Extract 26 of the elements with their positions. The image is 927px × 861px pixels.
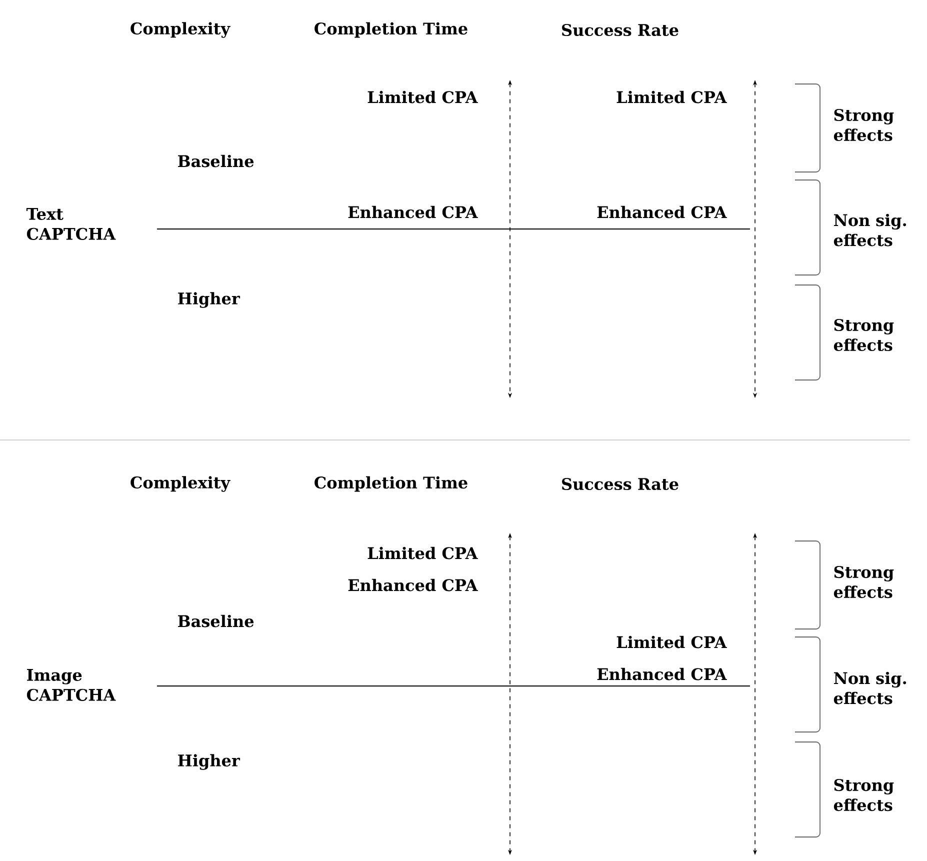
- effect-label: Strong effects: [834, 778, 894, 812]
- column-heading: Success Rate: [562, 478, 678, 490]
- column-heading: Complexity: [130, 22, 230, 38]
- level-label: Baseline: [178, 154, 254, 168]
- column-heading: Completion Time: [314, 22, 468, 38]
- level-label: Higher: [178, 754, 240, 770]
- value-label: Limited CPA: [616, 90, 727, 104]
- value-label: Enhanced CPA: [597, 668, 727, 680]
- value-label: Limited CPA: [616, 636, 727, 648]
- value-label: Enhanced CPA: [348, 206, 478, 218]
- level-label: Baseline: [178, 614, 254, 628]
- value-label: Limited CPA: [368, 546, 478, 560]
- effect-label: Non sig. effects: [834, 214, 906, 246]
- column-heading: Success Rate: [562, 24, 678, 36]
- effect-label: Strong effects: [834, 318, 894, 352]
- row-label: Image CAPTCHA: [26, 669, 116, 701]
- effect-label: Non sig. effects: [834, 672, 906, 704]
- effect-label: Strong effects: [834, 566, 894, 598]
- level-label: Higher: [178, 292, 240, 308]
- row-label: Text CAPTCHA: [26, 208, 116, 240]
- value-label: Enhanced CPA: [597, 206, 727, 218]
- effect-label: Strong effects: [834, 108, 894, 142]
- column-heading: Completion Time: [314, 476, 468, 492]
- value-label: Limited CPA: [368, 90, 478, 104]
- value-label: Enhanced CPA: [348, 578, 478, 592]
- column-heading: Complexity: [130, 476, 230, 492]
